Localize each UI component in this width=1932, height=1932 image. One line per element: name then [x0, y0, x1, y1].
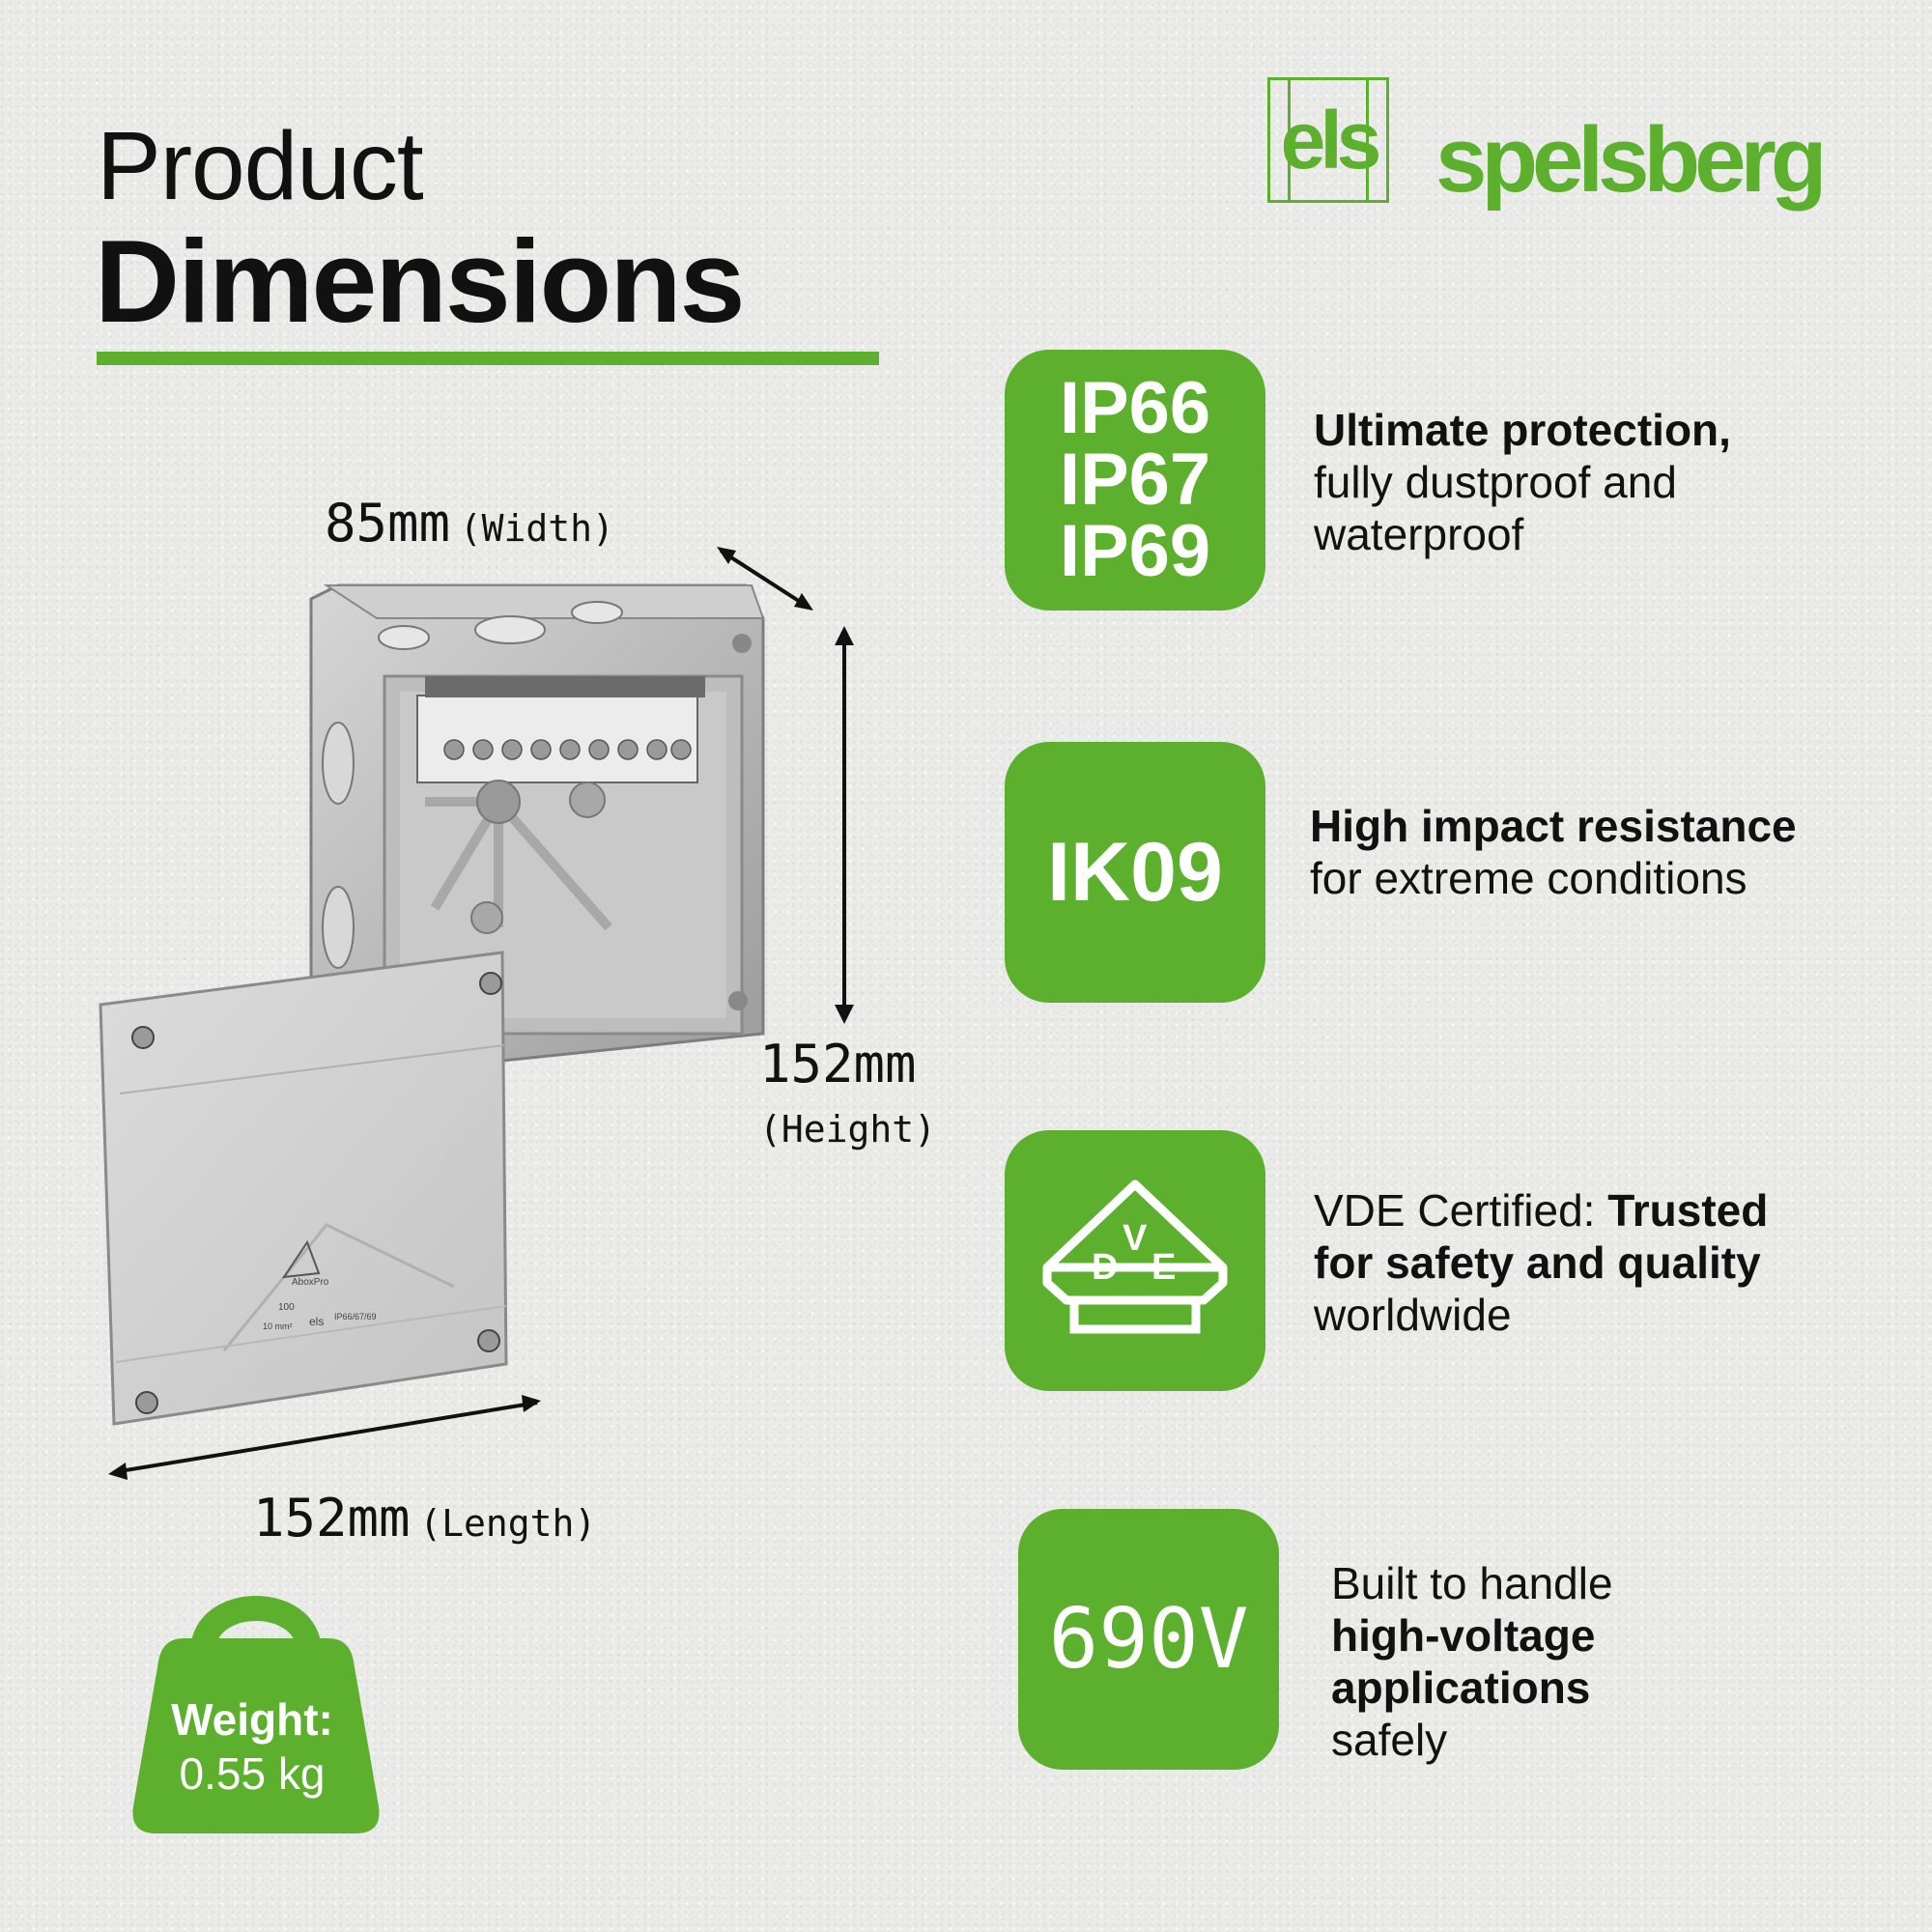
voltage-description-bold-1: high-voltage: [1331, 1610, 1596, 1661]
voltage-description-line4: safely: [1331, 1715, 1448, 1765]
ip-description-line3: waterproof: [1314, 509, 1524, 559]
weight-icon: [132, 1596, 380, 1833]
vde-description-plain: VDE Certified:: [1314, 1185, 1608, 1236]
width-value: 85mm: [325, 493, 451, 554]
height-dimension-label: 152mm (Height): [759, 1034, 936, 1151]
vde-letter-d: D: [1092, 1247, 1118, 1288]
vde-description-bold-1: Trusted: [1607, 1185, 1769, 1236]
height-value: 152mm: [759, 1034, 917, 1094]
lid-els-text: els: [309, 1315, 324, 1328]
ik-description-line2: for extreme conditions: [1310, 853, 1747, 903]
vde-badge: D V E: [1005, 1130, 1265, 1391]
voltage-description-line1: Built to handle: [1331, 1558, 1613, 1608]
vde-description: VDE Certified: Trusted for safety and qu…: [1314, 1184, 1768, 1341]
ip-description-line2: fully dustproof and: [1314, 457, 1677, 507]
ip66-text: IP66: [1059, 367, 1211, 449]
weight-value: 0.55 kg: [179, 1748, 326, 1799]
length-value: 152mm: [253, 1488, 411, 1548]
ip-description-bold: Ultimate protection,: [1314, 405, 1731, 455]
weight-title: Weight:: [171, 1694, 333, 1745]
els-logo: els: [1267, 77, 1389, 203]
lid-terminals-text: 100: [278, 1302, 295, 1313]
title-dimensions: Dimensions: [95, 215, 745, 347]
vde-letter-e: E: [1151, 1247, 1176, 1288]
title-underline: [97, 352, 879, 365]
lid-brand-text: AboxPro: [292, 1277, 329, 1288]
title-product: Product: [97, 112, 424, 220]
spelsberg-logo: spelsberg: [1435, 108, 1828, 212]
ik-description-bold: High impact resistance: [1310, 801, 1797, 851]
vde-certification-icon: D V E: [1042, 1179, 1228, 1334]
dimension-arrows: [108, 547, 854, 1480]
voltage-badge: 690V: [1018, 1509, 1279, 1770]
junction-box-lid: AboxPro 100 10 mm² els IP66/67/69: [99, 951, 508, 1426]
width-dimension-label: 85mm (Width): [325, 493, 614, 554]
ip69-text: IP69: [1059, 510, 1211, 592]
ip-rating-description: Ultimate protection, fully dustproof and…: [1314, 404, 1731, 560]
vde-letter-v: V: [1122, 1218, 1148, 1259]
weight-label: Weight: 0.55 kg: [131, 1692, 373, 1801]
voltage-description-bold-2: applications: [1331, 1662, 1591, 1713]
vde-description-line3: worldwide: [1314, 1290, 1512, 1340]
height-caption: (Height): [759, 1108, 937, 1151]
ik09-text: IK09: [1047, 825, 1223, 919]
width-caption: (Width): [459, 507, 614, 550]
ip67-text: IP67: [1059, 439, 1211, 521]
length-caption: (Length): [419, 1502, 597, 1545]
voltage-text: 690V: [1048, 1591, 1249, 1688]
length-dimension-label: 152mm (Length): [253, 1488, 596, 1548]
product-illustration: AboxPro 100 10 mm² els IP66/67/69: [99, 547, 854, 1480]
voltage-description: Built to handle high-voltage application…: [1331, 1557, 1613, 1766]
lid-rating-text: IP66/67/69: [334, 1312, 377, 1321]
lid-cross-section-text: 10 mm²: [263, 1321, 293, 1331]
ip-rating-badge: IP66 IP67 IP69: [1005, 350, 1265, 611]
vde-description-bold-2: for safety and quality: [1314, 1237, 1761, 1288]
ik-rating-description: High impact resistance for extreme condi…: [1310, 800, 1797, 904]
ik-rating-badge: IK09: [1005, 742, 1265, 1003]
els-logo-text: els: [1280, 94, 1382, 185]
